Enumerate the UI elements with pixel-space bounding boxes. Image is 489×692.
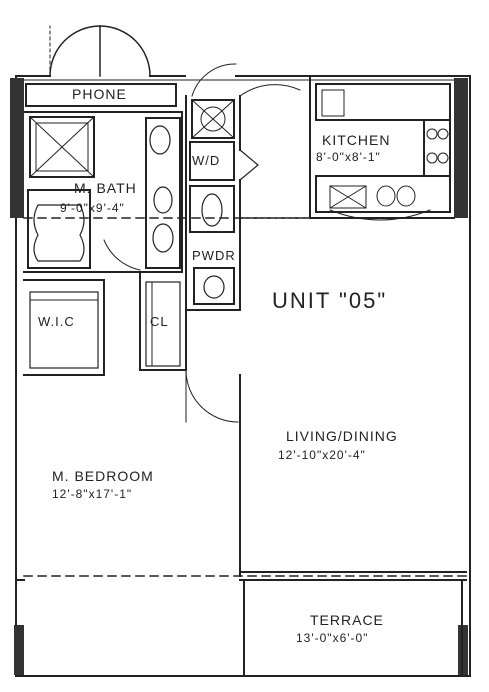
bath-door-swing (103, 239, 141, 271)
living-dining-dims: 12'-10"x20'-4" (278, 448, 366, 462)
closet-door-swing (185, 369, 239, 423)
master-bedroom-label: M. BEDROOM (52, 468, 154, 484)
kitchen-label: KITCHEN (322, 132, 391, 148)
wall-column-left-top (10, 78, 24, 218)
terrace-dims: 13'-0"x6'-0" (296, 631, 369, 645)
wall-column-right-top (454, 78, 468, 218)
kitchen-counters (315, 83, 451, 221)
phone-label: PHONE (72, 86, 127, 102)
master-bath-dims: 9'-0"x9'-4" (60, 201, 125, 215)
water-heater (191, 99, 235, 139)
powder-label: PWDR (192, 248, 236, 263)
shower (29, 116, 95, 178)
dashed-lines (23, 217, 467, 577)
foyer-door-swing (239, 84, 301, 97)
terrace-label: TERRACE (310, 612, 384, 628)
terrace-walls (15, 571, 467, 677)
entry-double-door (49, 25, 151, 77)
closet-shelving (29, 281, 181, 369)
wall-column-left-bottom (14, 625, 24, 675)
washer-dryer (189, 141, 235, 181)
master-bath-label: M. BATH (74, 180, 137, 196)
unit-title: UNIT "05" (272, 288, 388, 313)
bathtub (27, 189, 91, 269)
wic-label: W.I.C (38, 314, 75, 329)
utility-door-swing (191, 63, 237, 97)
powder-room-fixtures (189, 185, 235, 305)
closet-label: CL (150, 314, 169, 329)
wd-label: W/D (192, 153, 221, 168)
living-dining-label: LIVING/DINING (286, 428, 398, 444)
bath-vanity (145, 117, 181, 269)
phone-niche (25, 83, 177, 107)
master-bedroom-dims: 12'-8"x17'-1" (52, 487, 133, 501)
kitchen-dims: 8'-0"x8'-1" (316, 150, 381, 164)
pwdr-door-swing (239, 149, 259, 181)
